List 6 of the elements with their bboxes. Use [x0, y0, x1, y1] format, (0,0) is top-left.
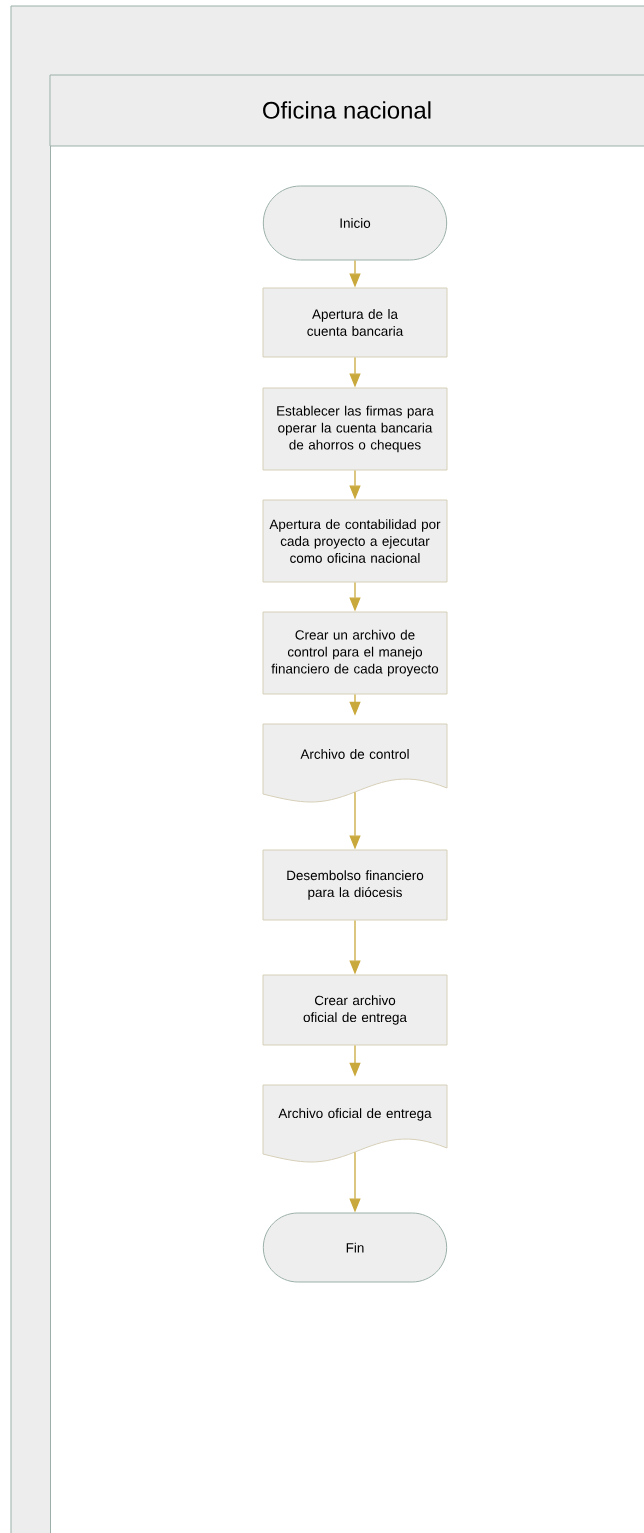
process-box: Establecer las firmas para operar la cuenta bancaria de ahorros o cheques	[262, 387, 448, 471]
process-box: Apertura de la cuenta bancaria	[262, 287, 448, 358]
process-box: Crear archivo oficial de entrega	[262, 974, 448, 1046]
process-box: Crear un archivo de control para el manejo financiero de cada proyecto	[262, 611, 448, 695]
process-box: Apertura de contabilidad por cada proyecto a ejecutar como oficina nacional	[262, 499, 448, 583]
process-box: Desembolso financiero para la diócesis	[262, 849, 448, 921]
